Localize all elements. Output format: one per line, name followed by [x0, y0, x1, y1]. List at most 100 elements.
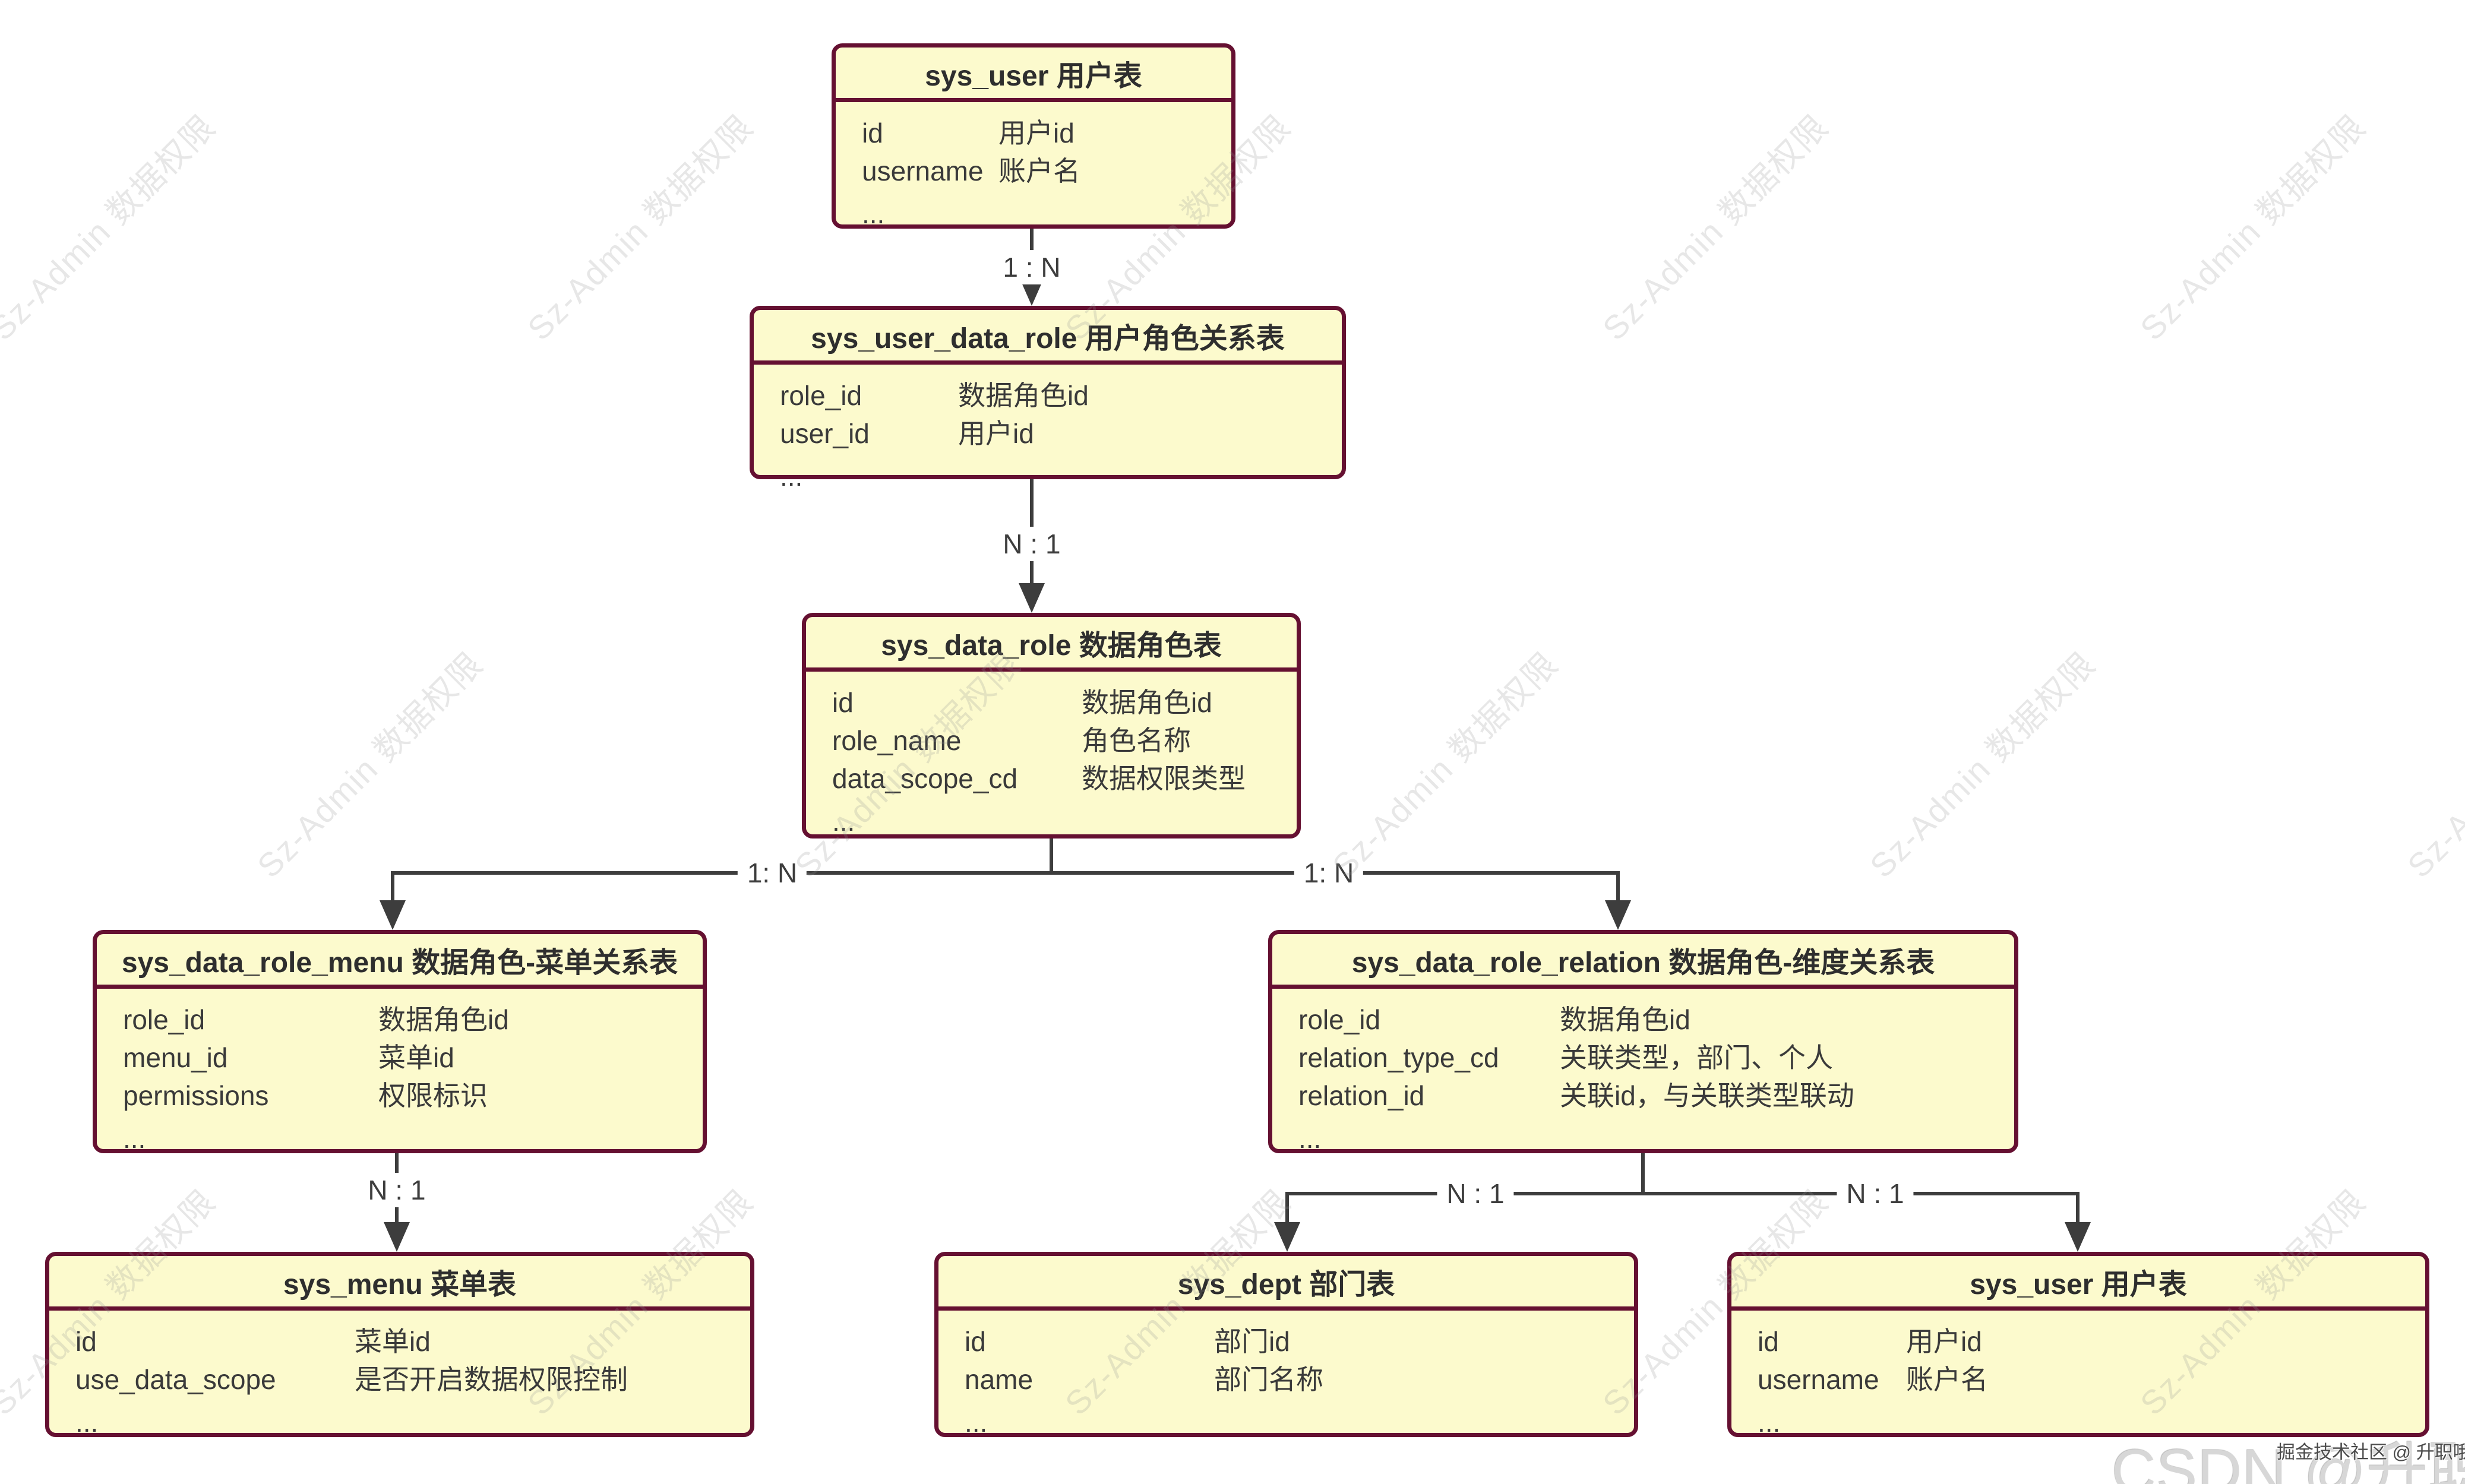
field-name: ... [75, 1407, 99, 1438]
entity-field-row: relation_id 关联id，与关联类型联动 [1298, 1077, 1996, 1115]
field-name: ... [862, 198, 885, 229]
entity-field-row: permissions 权限标识 [123, 1077, 685, 1115]
entity-field-row: id 菜单id [75, 1322, 732, 1360]
entity-title: sys_dept 部门表 [938, 1256, 1634, 1311]
arrow-down-icon [2065, 1222, 2091, 1252]
field-desc: 用户id [998, 118, 1075, 148]
field-desc: 角色名称 [1082, 725, 1191, 756]
entity-title: sys_data_role_relation 数据角色-维度关系表 [1272, 934, 2014, 989]
field-desc: 用户id [1906, 1326, 1982, 1357]
field-name: ... [123, 1123, 146, 1154]
field-name: name [965, 1364, 1034, 1395]
relation-label: N : 1 [993, 527, 1070, 561]
field-desc: 部门id [1214, 1326, 1290, 1357]
field-name: id [965, 1326, 986, 1357]
field-desc: 权限标识 [378, 1080, 488, 1111]
field-desc: 数据权限类型 [1082, 763, 1246, 794]
entity-field-row: ... [123, 1119, 685, 1157]
relation-label: 1: N [737, 856, 807, 890]
entity-title: sys_user_data_role 用户角色关系表 [754, 310, 1342, 365]
relation-label: N : 1 [358, 1173, 435, 1207]
arrow-down-icon [1274, 1222, 1300, 1252]
field-name: role_id [780, 380, 862, 411]
field-name: role_name [832, 725, 962, 756]
field-name: permissions [123, 1080, 269, 1111]
field-desc: 菜单id [355, 1326, 431, 1357]
field-name: id [862, 118, 883, 148]
field-desc [998, 195, 1213, 233]
field-desc [1214, 1403, 1616, 1441]
field-name: ... [965, 1407, 988, 1438]
diagonal-watermark-text: Sz-Admin 数据权限 [249, 644, 490, 885]
diagonal-watermark-text: Sz-Admin 数据权限 [1325, 644, 1565, 885]
field-desc [355, 1403, 732, 1441]
arrow-down-icon [384, 1222, 410, 1252]
entity-field-row: id 部门id [965, 1322, 1616, 1360]
connector-line [391, 871, 394, 901]
field-desc [1560, 1119, 1996, 1157]
field-name: role_id [123, 1004, 206, 1035]
entity-title: sys_data_role_menu 数据角色-菜单关系表 [97, 934, 703, 989]
entity-box-sys-data-role-relation: sys_data_role_relation 数据角色-维度关系表 role_i… [1268, 930, 2018, 1154]
field-desc: 用户id [958, 418, 1034, 449]
connector-line [1287, 1192, 2078, 1195]
field-name: username [1758, 1364, 1879, 1395]
entity-title: sys_menu 菜单表 [49, 1256, 750, 1311]
entity-field-row: role_name 角色名称 [832, 722, 1279, 760]
field-name: id [832, 687, 854, 718]
relation-label: N : 1 [1837, 1176, 1914, 1211]
diagonal-watermark-text: Sz-Admin 数据权限 [520, 107, 760, 347]
entity-field-row: ... [832, 802, 1279, 840]
field-desc: 关联类型，部门、个人 [1560, 1042, 1833, 1073]
diagonal-watermark-text: Sz-Admin 数据权限 [2400, 645, 2465, 885]
relation-label: 1: N [1294, 856, 1364, 890]
entity-field-row: ... [1758, 1403, 2407, 1441]
entity-field-row: ... [780, 457, 1324, 495]
field-name: menu_id [123, 1042, 228, 1073]
diagonal-watermark-text: Sz-Admin 数据权限 [1595, 107, 1835, 347]
connector-line [1616, 871, 1620, 901]
connector-line [1285, 1192, 1289, 1223]
field-desc: 关联id，与关联类型联动 [1560, 1080, 1854, 1111]
field-name: data_scope_cd [832, 763, 1018, 794]
relation-label: N : 1 [1437, 1176, 1514, 1211]
entity-title: sys_user 用户表 [1731, 1256, 2425, 1311]
connector-line [393, 871, 1618, 875]
field-name: ... [1298, 1123, 1322, 1154]
entity-field-row: data_scope_cd 数据权限类型 [832, 760, 1279, 798]
field-name: relation_id [1298, 1080, 1425, 1111]
arrow-down-icon [380, 900, 406, 930]
field-desc: 数据角色id [958, 380, 1089, 411]
field-name: id [75, 1326, 97, 1357]
field-desc: 数据角色id [1560, 1004, 1690, 1035]
field-name: use_data_scope [75, 1364, 276, 1395]
field-desc [1082, 802, 1279, 840]
entity-field-row: ... [75, 1403, 732, 1441]
entity-field-row: role_id 数据角色id [780, 376, 1324, 414]
entity-title: sys_data_role 数据角色表 [806, 617, 1297, 672]
connector-line [2076, 1192, 2080, 1223]
field-desc [1906, 1403, 2407, 1441]
diagonal-watermark-text: Sz-Admin 数据权限 [2132, 107, 2373, 347]
entity-field-row: ... [965, 1403, 1616, 1441]
field-name: ... [780, 461, 803, 492]
